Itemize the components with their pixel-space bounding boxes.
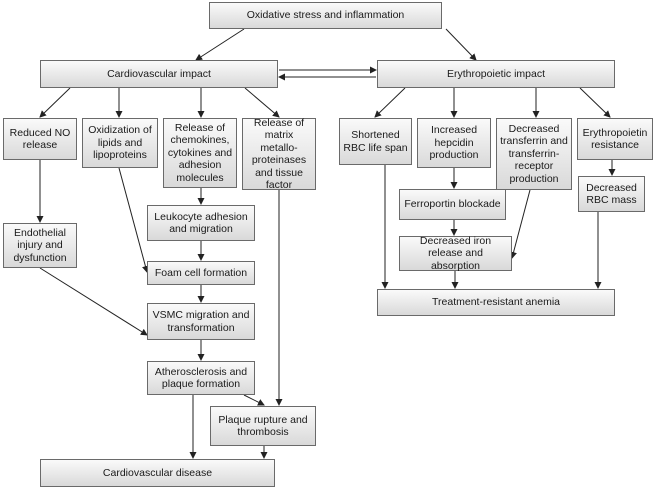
arrow-oxidization-to-foam [118, 167, 149, 273]
arrow-erythro-to-shortened [374, 87, 406, 118]
node-hepcidin: Increased hepcidin production [417, 118, 491, 168]
node-transferrin: Decreased transferrin and transferrin-re… [496, 118, 572, 190]
node-ferroportin: Ferroportin blockade [399, 189, 506, 220]
arrow-erythro-to-epo [579, 87, 611, 118]
node-cardiovascular-disease: Cardiovascular disease [40, 459, 275, 487]
arrow-cardio-to-reduced-no [39, 87, 71, 118]
node-vsmc: VSMC migration and transformation [147, 303, 255, 340]
arrow-endothelial-to-vsmc [39, 267, 148, 336]
node-endothelial: Endothelial injury and dysfunction [3, 223, 77, 268]
arrow-transferrin-to-iron [510, 189, 531, 259]
node-leukocyte: Leukocyte adhesion and migration [147, 205, 255, 241]
arrow-stress-to-cardio [195, 28, 245, 61]
node-decreased-rbc: Decreased RBC mass [578, 176, 645, 212]
node-oxidative-stress: Oxidative stress and inflammation [209, 2, 442, 29]
node-epo-resistance: Erythropoietin resistance [577, 118, 653, 160]
node-plaque-rupture: Plaque rupture and thrombosis [210, 406, 316, 446]
arrow-cardio-to-mmp [244, 87, 280, 118]
node-iron-release: Decreased iron release and absorption [399, 235, 512, 272]
node-reduced-no: Reduced NO release [3, 118, 77, 160]
node-cardiovascular-impact: Cardiovascular impact [40, 60, 278, 88]
node-foam-cell: Foam cell formation [147, 261, 255, 285]
node-treatment-resistant-anemia: Treatment-resistant anemia [377, 289, 615, 316]
node-atherosclerosis: Atherosclerosis and plaque formation [147, 361, 255, 395]
node-chemokines: Release of chemokines, cytokines and adh… [163, 118, 237, 188]
node-oxidization: Oxidization of lipids and lipoproteins [82, 118, 158, 168]
arrow-stress-to-erythro [445, 28, 477, 61]
node-matrix-mmp: Release of matrix metallo-proteinases an… [242, 117, 316, 191]
node-erythropoietic-impact: Erythropoietic impact [377, 60, 615, 88]
node-shortened-rbc: Shortened RBC life span [339, 118, 412, 165]
arrow-athero-to-rupture [243, 394, 265, 406]
